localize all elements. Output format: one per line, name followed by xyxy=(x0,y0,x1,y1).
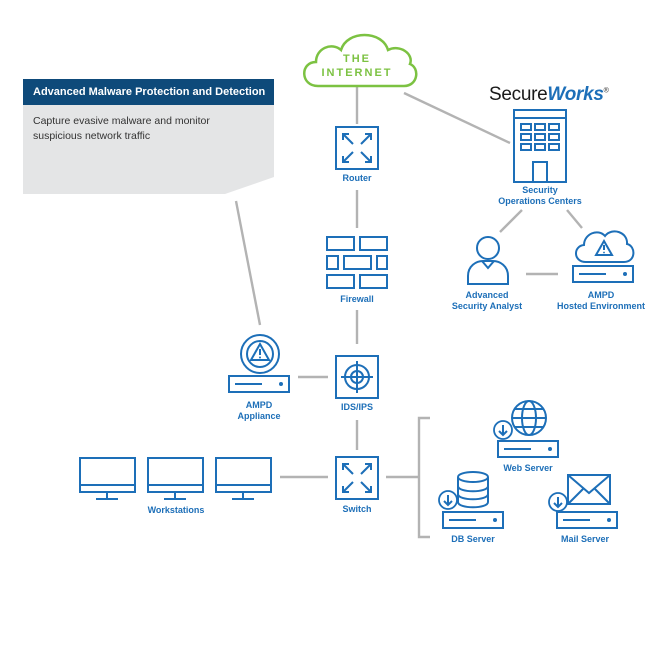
callout-box: Advanced Malware Protection and Detectio… xyxy=(23,79,274,194)
secureworks-logo: SecureWorks® xyxy=(489,84,609,106)
monitor-icon xyxy=(147,457,204,500)
ids-ips: IDS/IPS xyxy=(335,355,379,412)
logo-text-works: Works xyxy=(547,84,604,105)
download-icon xyxy=(548,492,568,512)
hosted-label-2: Hosted Environment xyxy=(557,301,645,311)
hosted-label-1: AMPD xyxy=(588,290,615,300)
database-icon xyxy=(457,471,489,509)
switch-label: Switch xyxy=(342,504,371,514)
callout-body: Capture evasive malware and monitor susp… xyxy=(23,105,274,194)
monitor-icon xyxy=(215,457,272,500)
building-icon xyxy=(513,109,567,183)
logo-registered-mark: ® xyxy=(603,87,609,95)
connector-soc-analyst xyxy=(499,209,523,233)
web-server: Web Server xyxy=(493,400,559,473)
workstations-label: Workstations xyxy=(148,505,205,515)
ampd-appliance-label-1: AMPD xyxy=(246,400,273,410)
router: Router xyxy=(335,126,379,183)
security-operations-centers: Security Operations Centers xyxy=(498,109,582,206)
cloud-icon xyxy=(303,33,418,88)
cloud-alert-icon xyxy=(575,230,635,263)
firewall-label: Firewall xyxy=(340,294,374,304)
internet-line-2: INTERNET xyxy=(322,67,393,79)
connector-soc-hosted xyxy=(566,209,583,229)
ampd-appliance: AMPD Appliance xyxy=(228,334,290,421)
download-icon xyxy=(438,490,458,510)
globe-icon xyxy=(511,400,547,436)
mail-server-box-icon xyxy=(556,511,618,529)
firewall-icon xyxy=(326,236,388,289)
db-server: DB Server xyxy=(438,471,504,544)
connector-callout-appliance xyxy=(234,200,262,326)
target-icon xyxy=(335,355,379,399)
analyst-label-1: Advanced xyxy=(465,290,508,300)
server-bracket xyxy=(417,416,430,539)
connector-internet-soc xyxy=(403,91,511,145)
advanced-security-analyst: Advanced Security Analyst xyxy=(452,236,522,311)
web-server-label: Web Server xyxy=(503,463,553,473)
ids-ips-label: IDS/IPS xyxy=(341,402,373,412)
person-icon xyxy=(467,236,509,285)
mail-server-label: Mail Server xyxy=(561,534,610,544)
internet-cloud: THE INTERNET xyxy=(303,33,418,88)
appliance-server-icon xyxy=(228,375,290,393)
internet-line-1: THE xyxy=(343,53,371,65)
router-label: Router xyxy=(343,173,372,183)
monitor-icon xyxy=(79,457,136,500)
soc-label-2: Operations Centers xyxy=(498,196,582,206)
download-icon xyxy=(493,420,513,440)
db-server-box-icon xyxy=(442,511,504,529)
switch: Switch xyxy=(335,456,379,514)
router-icon xyxy=(335,126,379,170)
switch-icon xyxy=(335,456,379,500)
soc-label-1: Security xyxy=(522,185,558,195)
mail-server: Mail Server xyxy=(548,474,618,544)
hosted-server-icon xyxy=(572,265,634,283)
ampd-appliance-label-2: Appliance xyxy=(237,411,280,421)
callout-text: Capture evasive malware and monitor susp… xyxy=(33,115,210,142)
envelope-icon xyxy=(567,474,611,505)
workstations: Workstations xyxy=(79,457,272,515)
analyst-label-2: Security Analyst xyxy=(452,301,522,311)
firewall: Firewall xyxy=(326,236,388,304)
web-server-box-icon xyxy=(497,440,559,458)
alert-radar-icon xyxy=(240,334,280,374)
db-server-label: DB Server xyxy=(451,534,495,544)
ampd-hosted-environment: AMPD Hosted Environment xyxy=(557,230,645,311)
callout-title: Advanced Malware Protection and Detectio… xyxy=(23,79,274,105)
logo-text-secure: Secure xyxy=(489,84,548,105)
connectors xyxy=(234,86,583,539)
